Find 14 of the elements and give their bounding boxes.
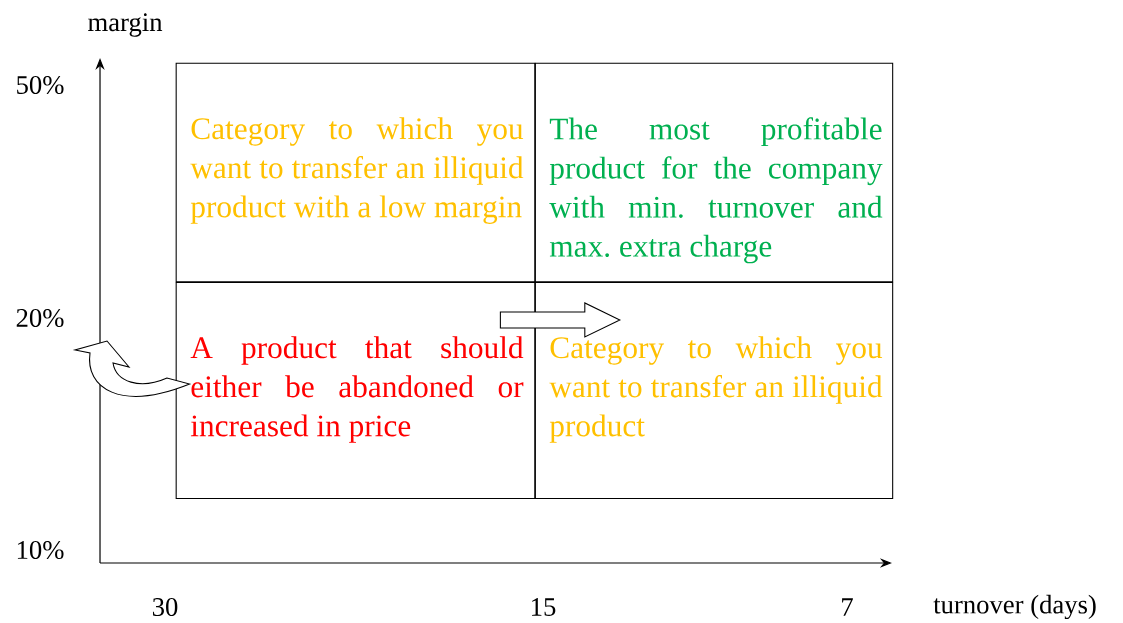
quadrant-cell: Category to which you want to transfer an illiquid product with a low margin: [175, 62, 536, 283]
curved-arrow: [74, 340, 191, 397]
axis-label: margin: [88, 13, 163, 37]
axis-label: 30: [152, 598, 178, 616]
axis-label: 20%: [16, 308, 64, 328]
axis-label: 50%: [17, 75, 64, 95]
quadrant-cell: A product that should either be abandoned or increased in price: [175, 281, 536, 500]
axis-label: 15: [532, 598, 556, 616]
block-arrow: [499, 302, 622, 338]
quadrant-cell: The most profitable product for the company with min. turnover and max. extra charge: [534, 62, 894, 283]
axis-label: turnover (days): [933, 594, 1096, 620]
axis-label: 7: [842, 598, 853, 616]
quadrant-cell: Category to which you want to transfer an illiquid product: [534, 281, 894, 500]
axis-label: 10%: [17, 540, 64, 560]
